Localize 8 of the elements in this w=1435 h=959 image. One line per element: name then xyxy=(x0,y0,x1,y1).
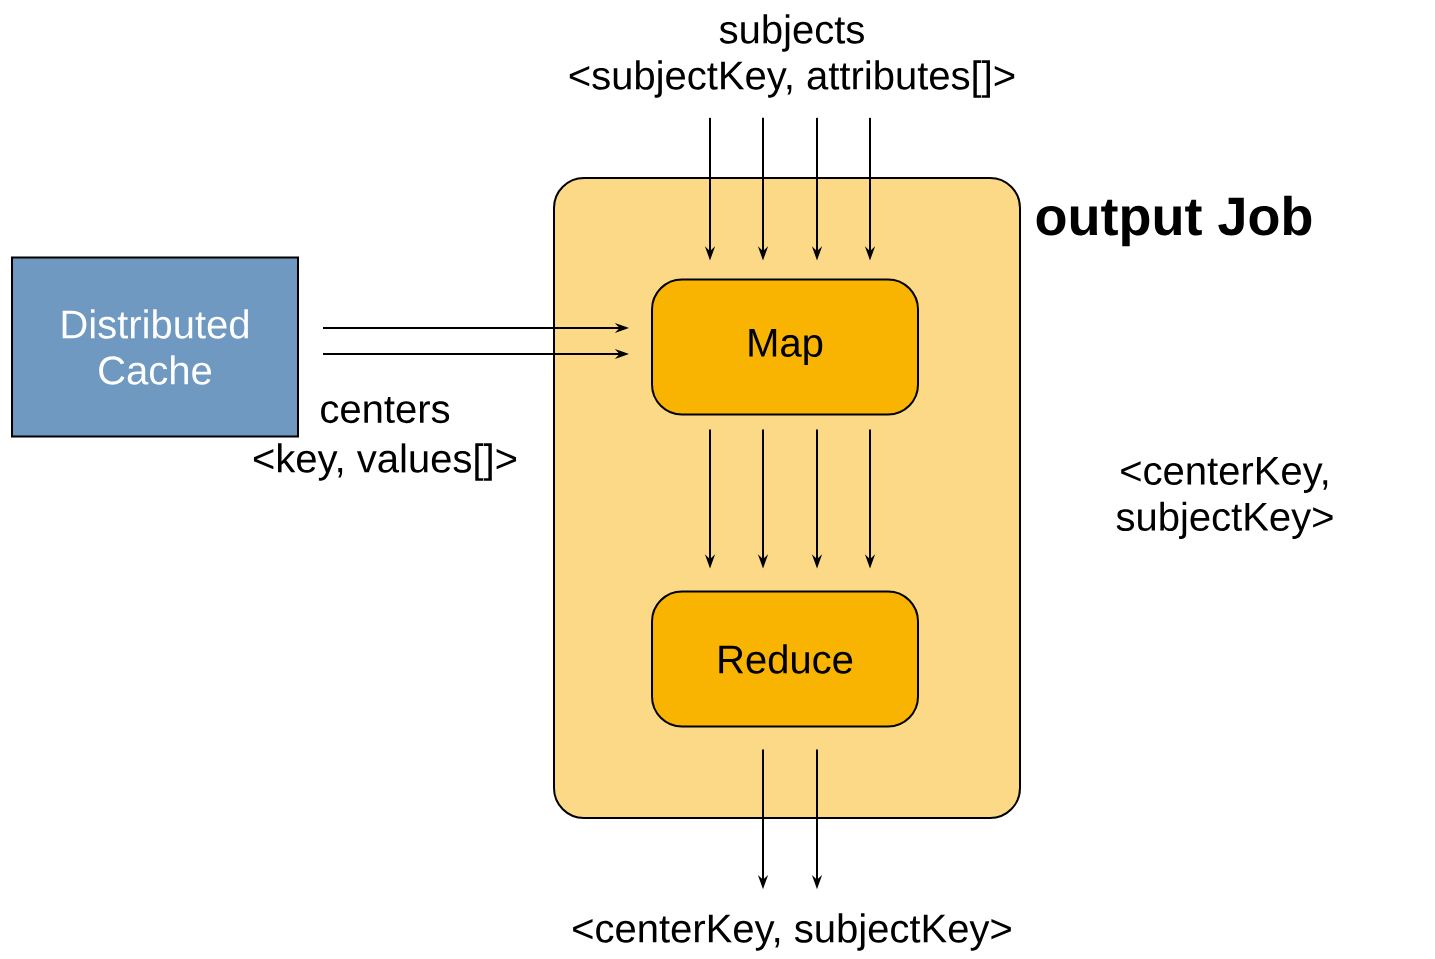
cache-box: Distributed Cache xyxy=(11,256,299,438)
data-text: subjects <subjectKey, attributes[]> xyxy=(569,14,1015,98)
job-title: output Job xyxy=(1036,195,1312,247)
annotation-text: <key, values[]> xyxy=(253,443,517,481)
data-text: <centerKey, subjectKey> xyxy=(573,913,1011,951)
process-box: Map xyxy=(651,278,919,416)
process-box: Reduce xyxy=(651,590,919,728)
annotation-text: <centerKey, subjectKey> xyxy=(1116,457,1333,539)
